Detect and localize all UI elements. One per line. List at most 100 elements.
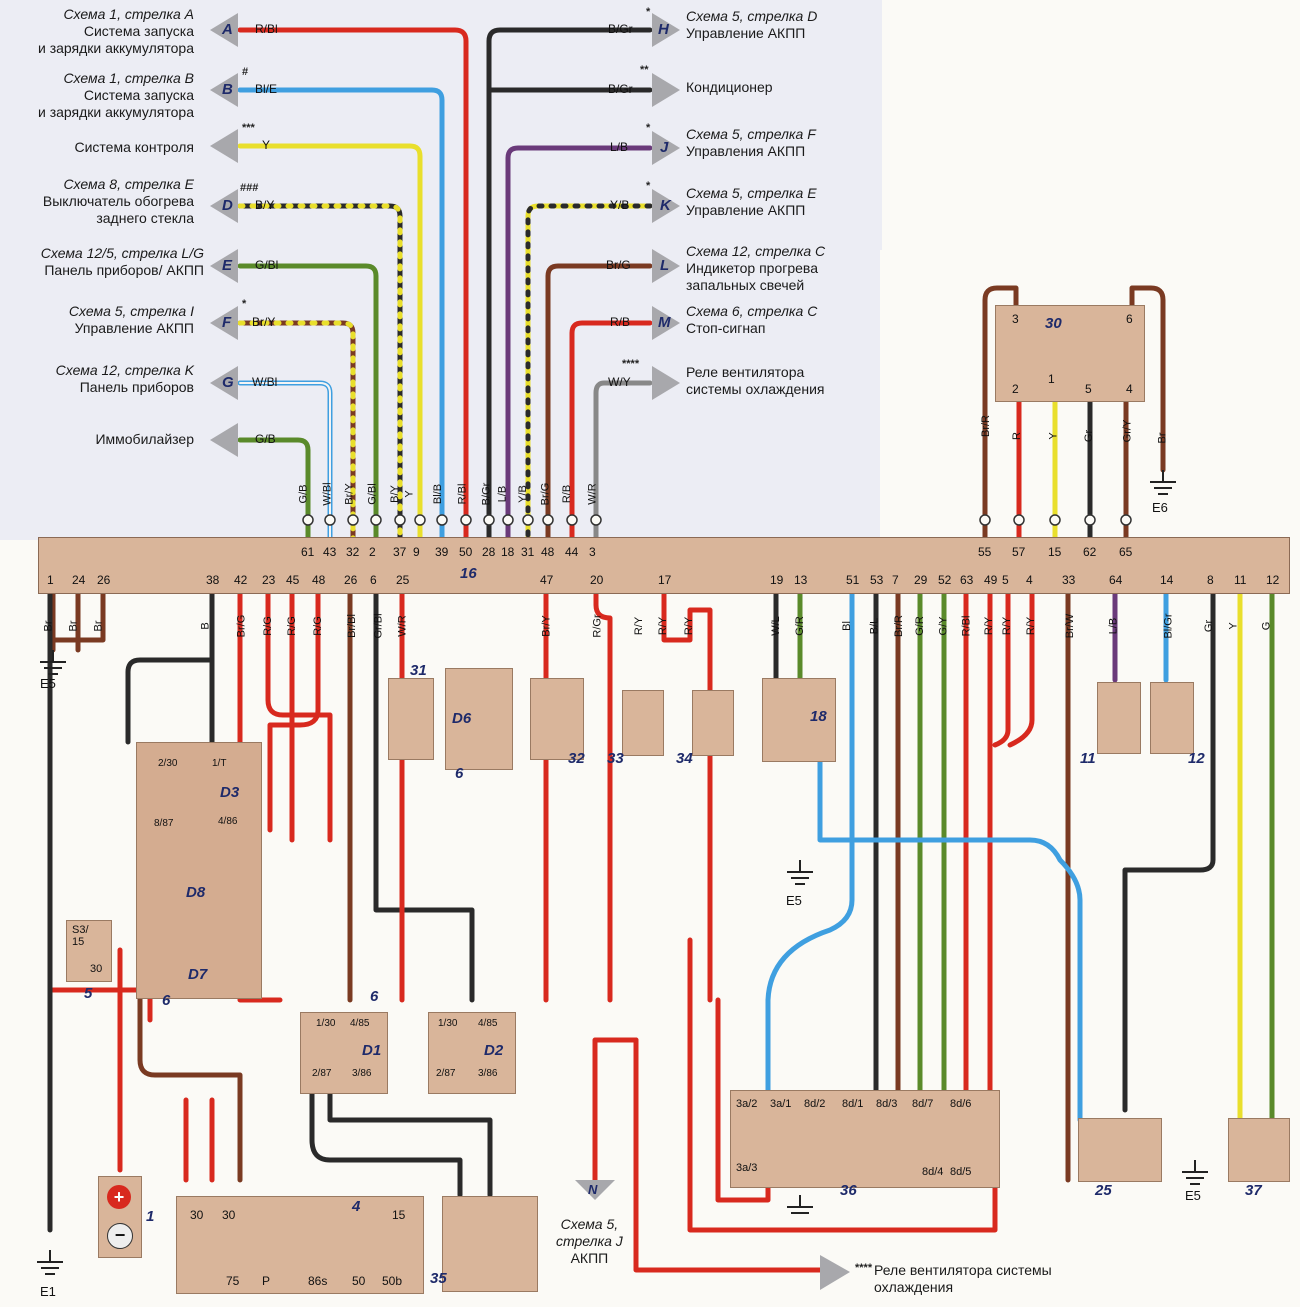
code-h: B/Gr xyxy=(608,22,633,36)
ground-e1: E1 xyxy=(40,1284,56,1299)
relay-30-label: 30 xyxy=(1045,315,1062,332)
star-j: * xyxy=(646,122,651,134)
arrow-g xyxy=(210,366,238,400)
bus-bottom-code: G xyxy=(1260,621,1273,631)
bus-top-pin: 43 xyxy=(323,545,337,559)
module-36-pin: 8d/7 xyxy=(912,1098,934,1110)
label-d: Схема 8, стрелка E Выключатель обогрева … xyxy=(42,176,194,226)
bus-bottom-pin: 53 xyxy=(870,573,884,587)
wire-j xyxy=(505,145,653,543)
battery-label: 1 xyxy=(146,1208,155,1225)
star-fan: **** xyxy=(622,358,640,370)
bus-bottom-code: G/R xyxy=(913,616,926,636)
module-36-pin: 8d/3 xyxy=(876,1098,898,1110)
bus-top-code: G/Bl xyxy=(366,483,379,505)
control-module-36 xyxy=(730,1090,1000,1188)
bus-bottom-code: G/R xyxy=(793,616,806,636)
bus-bottom-code: W/L xyxy=(769,616,782,636)
sensor-12-label: 12 xyxy=(1188,750,1205,767)
code30-r: R xyxy=(1010,432,1023,440)
bus-bottom-pin: 45 xyxy=(286,573,300,587)
letter-l: L xyxy=(660,257,670,274)
sensor-37 xyxy=(1228,1118,1290,1182)
bus-bottom-pin: 64 xyxy=(1109,573,1123,587)
wire-immo xyxy=(237,437,311,543)
c4-pin-86s: 86s xyxy=(308,1274,328,1288)
bus-top-code: Y xyxy=(403,490,416,498)
switch-5-label: 5 xyxy=(84,985,93,1002)
bus-bottom-pin: 8 xyxy=(1207,573,1214,587)
bus-bottom-pin: 52 xyxy=(938,573,952,587)
c4-pin-50: 50 xyxy=(352,1274,366,1288)
arrow-k xyxy=(652,189,680,223)
label-immo: Иммобилайзер xyxy=(95,431,194,447)
sensor-25 xyxy=(1078,1118,1162,1182)
bus-bottom-pin: 11 xyxy=(1234,573,1247,587)
bus-bottom-code: R/G xyxy=(261,616,274,636)
bus-bottom-code: R/Y xyxy=(1001,616,1014,636)
letter-f: F xyxy=(222,314,232,331)
bus-bottom-pin: 42 xyxy=(234,573,248,587)
pin30-6: 6 xyxy=(1126,312,1133,326)
sensor-11 xyxy=(1097,682,1141,754)
arrow-h xyxy=(652,13,680,47)
component-33 xyxy=(622,690,664,756)
bus-bottom-pin: 1 xyxy=(47,573,54,587)
label-cond: Кондиционер xyxy=(686,79,773,95)
code-control: Y xyxy=(262,138,271,152)
bus-bottom-pin: 26 xyxy=(344,573,358,587)
bus-top-pin: 57 xyxy=(1012,545,1026,559)
bus-top-code: R/Bl xyxy=(456,483,469,505)
component-34 xyxy=(692,690,734,756)
bus-bottom-pin: 48 xyxy=(312,573,326,587)
bus-top-code: R/B xyxy=(561,484,574,504)
ground-e6: E6 xyxy=(1152,500,1168,515)
bus-bottom-code: Br/Y xyxy=(540,615,553,637)
bus-bottom-pin: 63 xyxy=(960,573,974,587)
bus-bottom-code: Br xyxy=(92,620,105,632)
label-j-bottom: Схема 5, стрелка J АКПП xyxy=(556,1216,623,1266)
star-control: *** xyxy=(242,122,255,134)
wire-fan xyxy=(593,380,653,543)
bus-top-pin: 48 xyxy=(541,545,555,559)
code-cond: B/Gr xyxy=(608,82,633,96)
c4-pin-30a: 30 xyxy=(190,1208,204,1222)
wire-b xyxy=(237,87,445,543)
arrow-a xyxy=(210,13,238,47)
bus-bottom-code: Br/R xyxy=(893,615,905,637)
d2-pin-85: 4/85 xyxy=(478,1018,498,1029)
ignition-label: 4 xyxy=(352,1198,361,1215)
bus-top-code: Y/B xyxy=(516,485,529,503)
code-e: G/Bl xyxy=(255,258,279,272)
letter-h: H xyxy=(658,21,669,38)
d1-pin-30: 1/30 xyxy=(316,1018,336,1029)
bus-top-pin: 18 xyxy=(501,545,515,559)
letter-j: J xyxy=(660,139,669,156)
bus-bottom-code: Bl xyxy=(840,621,853,631)
letter-a: A xyxy=(222,21,233,38)
bus-top-code: G/B xyxy=(297,484,310,504)
bus-bottom-pin: 49 xyxy=(984,573,998,587)
d2-pin-86: 3/86 xyxy=(478,1068,498,1079)
arrow-j xyxy=(652,131,680,165)
bus-bottom-pin: 23 xyxy=(262,573,276,587)
bus-top-code: B/Gr xyxy=(480,482,493,506)
label-f: Схема 5, стрелка I Управление АКПП xyxy=(68,303,194,336)
bus-top-pin: 61 xyxy=(301,545,315,559)
pin30-5: 5 xyxy=(1085,382,1092,396)
bus-top-code: Br/Y xyxy=(343,483,356,505)
module-36-label: 36 xyxy=(840,1182,857,1199)
battery-minus-icon: − xyxy=(107,1223,133,1249)
module-36-pin: 8d/5 xyxy=(950,1166,972,1178)
code-j: L/B xyxy=(610,140,629,154)
comp-33-label: 33 xyxy=(607,750,624,767)
bus-bottom-code: B xyxy=(199,622,212,630)
fuse-d6 xyxy=(445,668,513,770)
code-b: Bl/E xyxy=(255,82,278,96)
fuse-box-6 xyxy=(136,742,262,999)
d1-pin-87: 2/87 xyxy=(312,1068,332,1079)
wire-a xyxy=(237,27,469,543)
code-f: Br/Y xyxy=(252,315,276,329)
